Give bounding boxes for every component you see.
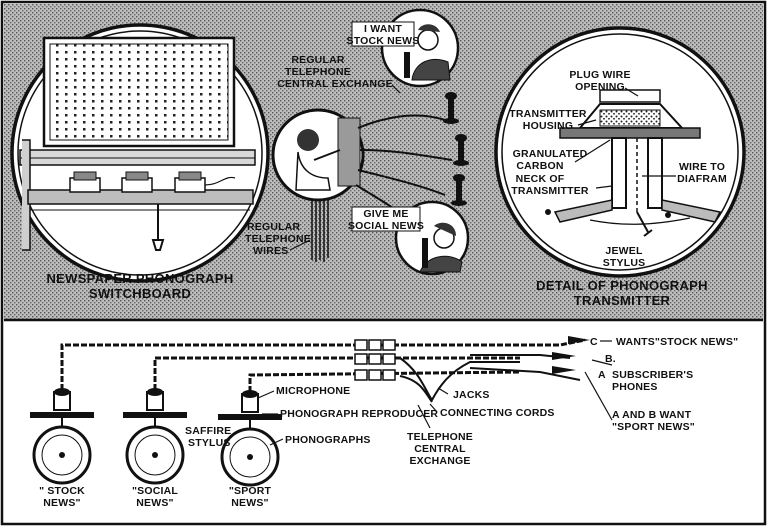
ab-label-line2: "SPORT NEWS" [612, 421, 695, 433]
stylus-label-line2: STYLUS [603, 257, 646, 269]
plug-label-line2: OPENING [575, 81, 625, 93]
record-sport-line1: "SPORT [229, 485, 272, 497]
switchboard-caption-line1: NEWSPAPER PHONOGRAPH [46, 271, 233, 286]
letter-b: B. [605, 353, 616, 365]
carbon-label-line2: CARBON [516, 160, 563, 172]
phonographs-label: PHONOGRAPHS [285, 434, 371, 446]
plug-label-line1: PLUG WIRE [569, 69, 630, 81]
top-panel: NEWSPAPER PHONOGRAPH SWITCHBOARD REGULAR… [4, 4, 763, 320]
record-stock-line2: NEWS" [43, 497, 80, 509]
stock-caller-line2: STOCK NEWS [347, 35, 420, 47]
subscribers-label-line1: SUBSCRIBER'S [612, 369, 693, 381]
letter-c: C [590, 336, 598, 348]
housing-label-line2: HOUSING [523, 120, 573, 132]
saffire-label-line2: STYLUS [188, 437, 231, 449]
stylus-label-line1: JEWEL [605, 245, 643, 257]
neck-label-line2: TRANSMITTER [511, 185, 589, 197]
wire-label-line2: DIAFRAM [677, 173, 727, 185]
wires-label-line1: REGULAR [247, 221, 301, 233]
transmitter-caption-line1: DETAIL OF PHONOGRAPH [536, 278, 708, 293]
carbon-label-line1: GRANULATED [513, 148, 588, 160]
social-caller-line1: GIVE ME [363, 208, 408, 220]
record-social-line2: NEWS" [136, 497, 173, 509]
wires-label-line2: TELEPHONE [245, 233, 311, 245]
housing-label-line1: TRANSMITTER [509, 108, 587, 120]
letter-a: A [598, 369, 606, 381]
reproducer-label: PHONOGRAPH REPRODUCER [280, 408, 438, 420]
switchboard-illustration [12, 25, 268, 281]
central-exchange-line2: CENTRAL [414, 443, 466, 455]
record-sport-line2: NEWS" [231, 497, 268, 509]
microphone-label: MICROPHONE [276, 385, 350, 397]
central-exchange-line3: EXCHANGE [409, 455, 470, 467]
transmitter-caption-line2: TRANSMITTER [574, 293, 671, 308]
exchange-label-line1: REGULAR [291, 54, 345, 66]
central-exchange-line1: TELEPHONE [407, 431, 473, 443]
wants-stock-label: WANTS"STOCK NEWS" [616, 336, 738, 348]
wires-label-line3: WIRES [253, 245, 288, 257]
switchboard-caption-line2: SWITCHBOARD [89, 286, 191, 301]
jacks-label: JACKS [453, 389, 490, 401]
saffire-label-line1: SAFFIRE [185, 425, 231, 437]
ab-label-line1: A AND B WANT [612, 409, 692, 421]
record-social-line1: "SOCIAL [132, 485, 178, 497]
subscribers-label-line2: PHONES [612, 381, 658, 393]
jacks-block [355, 340, 395, 380]
record-stock-line1: " STOCK [39, 485, 85, 497]
exchange-operator-illustration [273, 110, 363, 200]
wire-label-line1: WIRE TO [679, 161, 725, 173]
exchange-label-line3: CENTRAL EXCHANGE [277, 78, 393, 90]
stock-caller-line1: I WANT [364, 23, 402, 35]
neck-label-line1: NECK OF [516, 173, 565, 185]
social-caller-line2: SOCIAL NEWS [348, 220, 424, 232]
exchange-label-line2: TELEPHONE [285, 66, 351, 78]
cords-label: CONNECTING CORDS [440, 407, 555, 419]
